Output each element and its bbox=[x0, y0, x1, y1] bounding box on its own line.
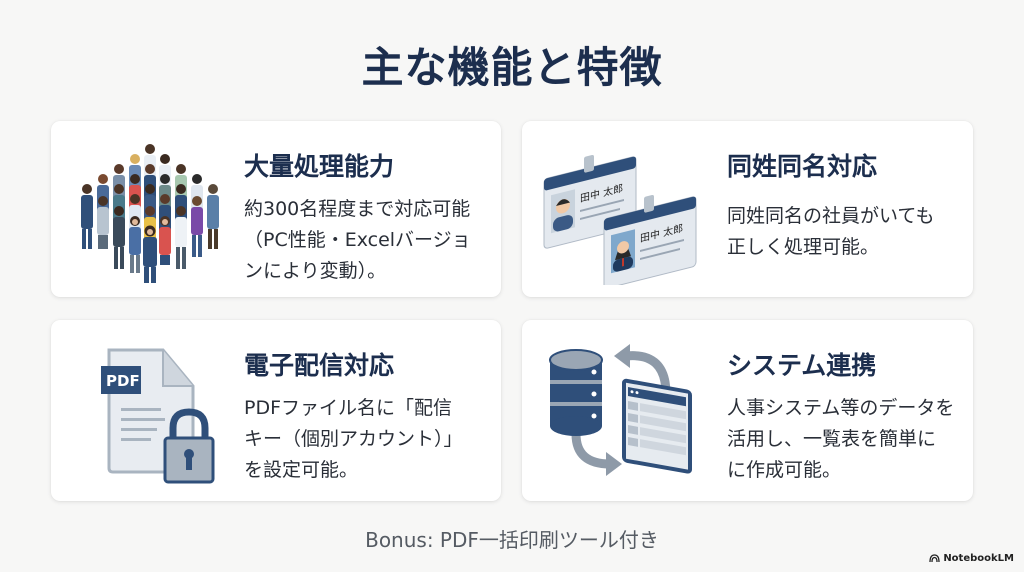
feature-card-same-name: 田中 太郎 田中 太郎 同姓同名対応 同姓同名の社員がいても 正しく処 bbox=[522, 121, 973, 297]
card-description: 約300名程度まで対応可能 （PC性能・Excelバージョ ンにより変動）。 bbox=[244, 194, 494, 287]
notebooklm-logo-icon bbox=[929, 554, 940, 563]
description-line: PDFファイル名に「配信 bbox=[244, 397, 453, 419]
feature-card-electronic-delivery: PDF 電子配信対応 PDFファイル名に「配信 キー（個別アカウント）」 を設定… bbox=[51, 320, 501, 501]
description-line: 約300名程度まで対応可能 bbox=[244, 198, 471, 220]
description-line: 同姓同名の社員がいても bbox=[727, 205, 935, 227]
brand-label: NotebookLM bbox=[943, 553, 1014, 564]
card-description: PDFファイル名に「配信 キー（個別アカウント）」 を設定可能。 bbox=[244, 393, 494, 486]
page-title: 主な機能と特徴 bbox=[361, 43, 663, 92]
description-line: キー（個別アカウント）」 bbox=[244, 428, 463, 450]
description-line: 活用し、一覧表を簡単に bbox=[727, 428, 937, 450]
pdf-lock-icon: PDF bbox=[65, 334, 235, 484]
card-description: 人事システム等のデータを 活用し、一覧表を簡単に に作成可能。 bbox=[727, 393, 957, 486]
bonus-note: Bonus: PDF一括印刷ツール付き bbox=[365, 528, 659, 552]
id-badges-icon: 田中 太郎 田中 太郎 bbox=[536, 135, 706, 289]
card-title: 同姓同名対応 bbox=[727, 152, 878, 181]
description-line: 正しく処理可能。 bbox=[727, 236, 880, 258]
pdf-label: PDF bbox=[106, 372, 140, 390]
card-title: システム連携 bbox=[727, 351, 877, 380]
description-line: 人事システム等のデータを bbox=[727, 397, 955, 419]
feature-card-system-integration: システム連携 人事システム等のデータを 活用し、一覧表を簡単に に作成可能。 bbox=[522, 320, 973, 501]
description-line: （PC性能・Excelバージョ bbox=[244, 229, 471, 251]
notebooklm-watermark: NotebookLM bbox=[929, 553, 1014, 564]
description-line: に作成可能。 bbox=[727, 459, 842, 481]
description-line: を設定可能。 bbox=[244, 459, 359, 481]
database-sync-icon bbox=[536, 334, 706, 484]
card-title: 電子配信対応 bbox=[244, 351, 395, 380]
card-title: 大量処理能力 bbox=[244, 152, 395, 181]
card-description: 同姓同名の社員がいても 正しく処理可能。 bbox=[727, 201, 957, 263]
feature-card-bulk-processing: 大量処理能力 約300名程度まで対応可能 （PC性能・Excelバージョ ンによ… bbox=[51, 121, 501, 297]
description-line: ンにより変動）。 bbox=[244, 260, 387, 282]
crowd-of-people-icon bbox=[65, 135, 235, 285]
